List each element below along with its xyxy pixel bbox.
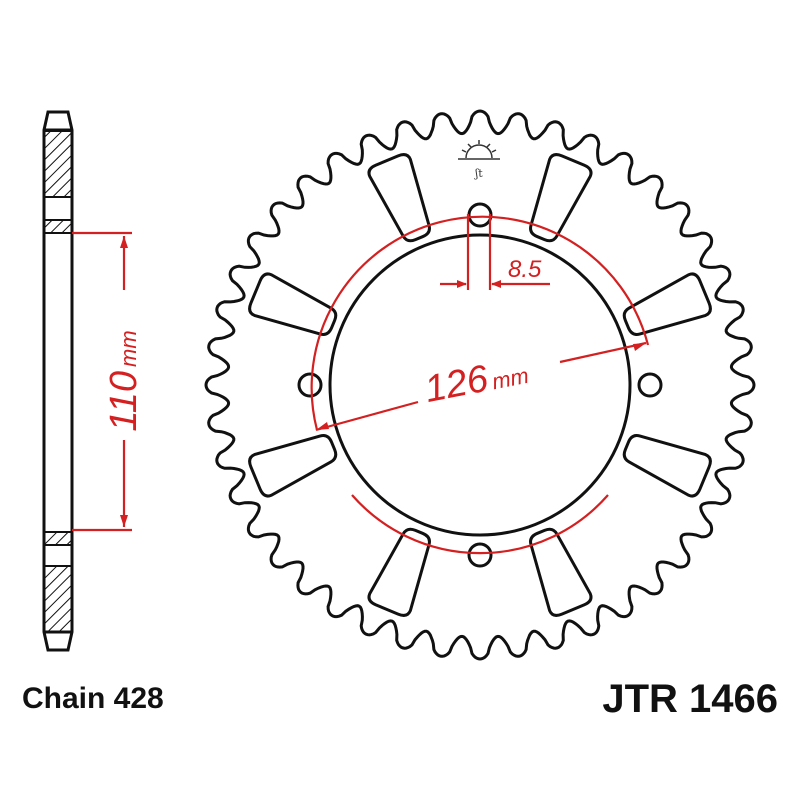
hatched-tooth-bottom bbox=[43, 565, 73, 633]
bolt-hole-value: 8.5 bbox=[508, 256, 542, 283]
bore-dimension: 110 mm bbox=[72, 231, 145, 532]
bolt-hole bbox=[467, 202, 493, 228]
part-number: JTR 1466 bbox=[602, 677, 778, 721]
lightening-slot bbox=[622, 434, 712, 498]
svg-text:ʃt: ʃt bbox=[473, 167, 483, 180]
lightening-slot bbox=[367, 527, 431, 617]
pcd-unit: mm bbox=[490, 363, 531, 395]
bore-unit: mm bbox=[116, 330, 141, 367]
bore-value: 110 bbox=[103, 371, 145, 432]
bolt-hole bbox=[297, 372, 323, 398]
bolt-hole-dimension: 8.5 bbox=[440, 214, 550, 290]
pcd-value: 126 bbox=[421, 358, 492, 411]
lightening-slot bbox=[248, 434, 338, 498]
lightening-slot bbox=[529, 153, 593, 243]
hatched-hub-top bbox=[43, 219, 73, 234]
lightening-slot bbox=[248, 272, 338, 336]
hatched-tooth-top bbox=[43, 130, 73, 198]
sprocket-teeth-outline bbox=[204, 109, 756, 661]
lightening-slot bbox=[529, 527, 593, 617]
chain-label: Chain 428 bbox=[22, 682, 164, 715]
bolt-hole bbox=[467, 542, 493, 568]
center-bore bbox=[328, 233, 632, 537]
pcd-dimension: 126 mm bbox=[310, 215, 650, 555]
lightening-slot bbox=[622, 272, 712, 336]
side-profile bbox=[42, 110, 74, 652]
lightening-slot bbox=[367, 153, 431, 243]
bolt-hole bbox=[637, 372, 663, 398]
hatched-hub-bottom bbox=[43, 531, 73, 546]
jt-logo: ʃt bbox=[458, 140, 500, 180]
